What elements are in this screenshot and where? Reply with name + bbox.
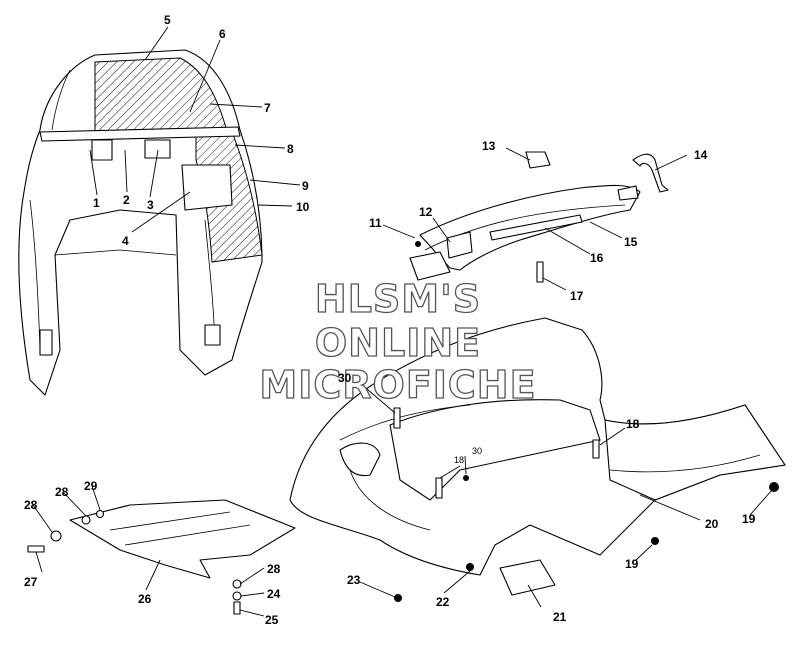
screw-18 [592,439,600,459]
callout-20: 20 [705,517,719,531]
callout-28-right: 28 [267,562,281,576]
callout-18-small: 18 [454,455,464,465]
belly-pan-assembly [289,317,786,602]
callout-8: 8 [287,142,294,156]
rivet-19a [651,537,659,545]
callout-18: 18 [626,417,640,431]
skid-bracket-plate [69,499,296,579]
callout-23: 23 [347,573,361,587]
callout-4: 4 [122,234,129,248]
callout-25: 25 [265,613,279,627]
hood-mount-block [181,164,233,211]
belly-pan-skid-plate [499,559,556,596]
callout-28-left: 28 [24,498,38,512]
hood-assembly [18,49,263,396]
callout-17: 17 [570,289,584,303]
washer-28-top [95,509,105,519]
callout-19-right: 19 [742,512,756,526]
callout-19-center: 19 [625,557,639,571]
callout-1: 1 [93,196,100,210]
callout-13: 13 [482,139,496,153]
watermark: HLSM'S ONLINE MICROFICHE [259,276,536,407]
callout-9: 9 [302,179,309,193]
screw-18b [435,477,443,499]
hood-latch-left [39,329,53,356]
hood-crossbar [39,126,241,142]
callout-24: 24 [267,587,281,601]
hood-latch-right [204,324,221,346]
hood-inner-contour-left [29,199,41,351]
callout-22: 22 [436,595,450,609]
washer-29 [81,515,91,525]
belly-pan-tunnel [389,399,601,501]
console-wire-hook [632,153,669,193]
rivet-19b [769,482,779,492]
callout-28-top: 28 [55,485,69,499]
skid-bracket-assembly [27,499,296,615]
washer-28-right [232,579,242,589]
callout-14: 14 [694,148,708,162]
washer-28-left [50,530,62,542]
screw-17 [536,261,544,283]
skid-bracket-ridge-2 [124,524,251,546]
rivet-23 [394,594,402,602]
callout-6: 6 [219,27,226,41]
rivet-22 [466,563,474,571]
console-decal [489,214,583,241]
watermark-line-2: ONLINE [315,321,481,365]
callout-10: 10 [296,200,310,214]
callout-5: 5 [164,13,171,27]
callout-30-small: 30 [472,446,482,456]
screw-30 [393,407,401,429]
callout-21: 21 [553,610,567,624]
console-assembly [409,151,669,283]
console-tab [617,185,639,201]
bolt-25 [233,601,241,615]
hood-bracket-center [144,139,171,159]
hood-lower-edge [54,249,177,256]
bolt-27 [27,545,45,553]
callout-27: 27 [24,575,38,589]
washer-24 [232,591,242,601]
callout-29: 29 [84,479,98,493]
callout-15: 15 [624,235,638,249]
callout-3: 3 [147,198,154,212]
console-mount-bracket [409,251,451,281]
callout-2: 2 [123,193,130,207]
console-clip [525,151,551,169]
belly-pan-side-crease [609,454,761,473]
callout-26: 26 [138,592,152,606]
callout-11: 11 [369,216,382,230]
hood-upper-contour [51,69,71,131]
leader-lines [32,26,773,617]
console-gauge-cover [446,231,473,259]
console-panel-edge [424,204,626,251]
callout-12: 12 [419,205,433,219]
watermark-line-1: HLSM'S [315,277,481,321]
belly-pan-side-panel [604,404,786,501]
belly-pan-inner-line-2 [349,469,431,531]
callout-labels: 5 6 7 8 9 10 1 2 3 4 12 11 13 14 15 16 1… [24,13,756,627]
belly-pan-cutout [339,442,381,477]
screw-11 [415,241,421,247]
hood-bracket-left [91,139,113,161]
skid-bracket-ridge-1 [109,511,231,531]
rivet-30b [463,475,469,481]
callout-30: 30 [338,371,352,385]
belly-pan-inner-line-1 [339,404,471,441]
callout-16: 16 [590,251,604,265]
callout-7: 7 [264,101,271,115]
watermark-line-3: MICROFICHE [259,363,536,407]
